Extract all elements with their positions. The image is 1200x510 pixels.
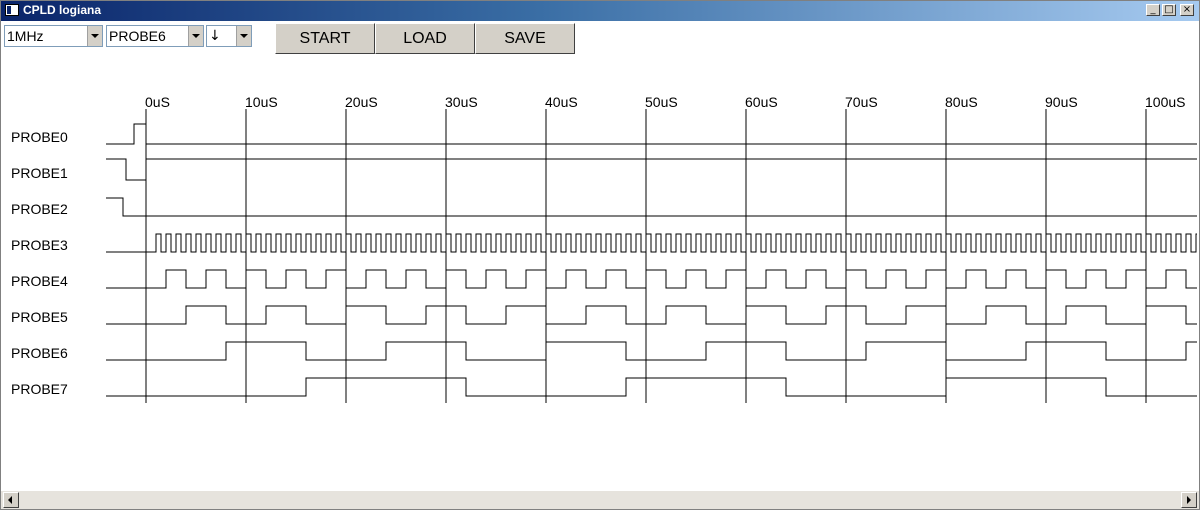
- sample-rate-select[interactable]: 1MHz: [4, 25, 103, 47]
- scroll-left-icon[interactable]: [3, 492, 19, 508]
- probe3-trace: [106, 233, 1197, 253]
- time-label: 10uS: [245, 94, 278, 110]
- time-label: 0uS: [145, 94, 170, 110]
- time-label: 100uS: [1145, 94, 1186, 110]
- trigger-edge-select[interactable]: ↓: [206, 25, 252, 47]
- probe0-trace: [106, 123, 1197, 145]
- app-icon: [5, 4, 19, 16]
- waveform-area[interactable]: 0uS 10uS 20uS 30uS 40uS 50uS 60uS 70uS 80uS 90uS 1…: [1, 55, 1199, 491]
- trigger-edge-value: ↓: [209, 28, 221, 44]
- sample-rate-value: 1MHz: [7, 28, 44, 44]
- chevron-down-icon[interactable]: [87, 26, 102, 46]
- probe6-trace: [106, 341, 1197, 361]
- probe4-trace: [106, 269, 1197, 289]
- trigger-probe-value: PROBE6: [109, 28, 166, 44]
- chevron-down-icon[interactable]: [236, 26, 251, 46]
- time-label: 40uS: [545, 94, 578, 110]
- probe-label: PROBE0: [11, 129, 68, 145]
- close-button[interactable]: ×: [1180, 4, 1194, 16]
- time-label: 70uS: [845, 94, 878, 110]
- probe2-trace: [106, 197, 1197, 217]
- time-label: 60uS: [745, 94, 778, 110]
- chevron-down-icon[interactable]: [188, 26, 203, 46]
- probe-label: PROBE1: [11, 165, 68, 181]
- time-label: 90uS: [1045, 94, 1078, 110]
- toolbar: 1MHz PROBE6 ↓ START LOAD SAVE: [1, 21, 1199, 55]
- probe-label: PROBE6: [11, 345, 68, 361]
- probe1-trace: [106, 158, 1197, 181]
- probe-label: PROBE2: [11, 201, 68, 217]
- minimize-button[interactable]: _: [1146, 4, 1160, 16]
- save-button[interactable]: SAVE: [475, 23, 575, 54]
- horizontal-scrollbar[interactable]: [1, 491, 1199, 509]
- time-label: 50uS: [645, 94, 678, 110]
- time-label: 80uS: [945, 94, 978, 110]
- probe5-trace: [106, 305, 1197, 325]
- time-label: 30uS: [445, 94, 478, 110]
- probe7-trace: [106, 377, 1197, 397]
- probe-label: PROBE5: [11, 309, 68, 325]
- trigger-probe-select[interactable]: PROBE6: [106, 25, 204, 47]
- waveform-canvas: [106, 109, 1197, 403]
- window-title: CPLD logiana: [23, 3, 102, 17]
- probe-label: PROBE3: [11, 237, 68, 253]
- time-label: 20uS: [345, 94, 378, 110]
- maximize-button[interactable]: □: [1162, 4, 1176, 16]
- probe-label: PROBE4: [11, 273, 68, 289]
- probe-label: PROBE7: [11, 381, 68, 397]
- title-bar[interactable]: CPLD logiana _ □ ×: [1, 1, 1199, 21]
- scroll-right-icon[interactable]: [1181, 492, 1197, 508]
- start-button[interactable]: START: [275, 23, 375, 54]
- load-button[interactable]: LOAD: [375, 23, 475, 54]
